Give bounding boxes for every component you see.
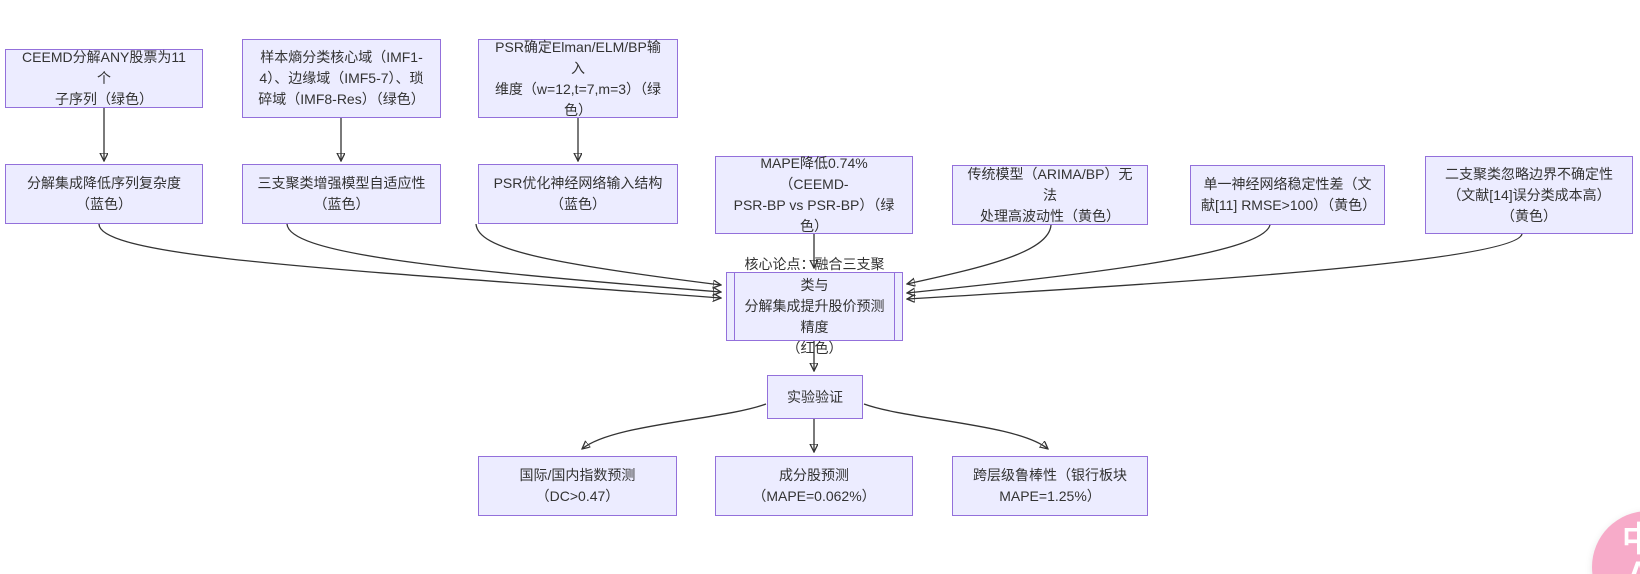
node-label: 三支聚类增强模型自适应性 （蓝色） [257,175,426,212]
node-label: 样本熵分类核心域（IMF1- 4）、边缘域（IMF5-7）、琐 碎域（IMF8-… [258,49,425,107]
node-label: PSR优化神经网络输入结构 （蓝色） [493,175,663,212]
node-label: 分解集成降低序列复杂度 （蓝色） [27,175,181,212]
edge-psropt-to-core [475,223,721,285]
node-single-nn-instability: 单一神经网络稳定性差（文 献[11] RMSE>100）（黄色） [1190,165,1385,225]
node-label: 二支聚类忽略边界不确定性 （文献[14]误分类成本高） （黄色） [1445,165,1613,224]
node-label: PSR确定Elman/ELM/BP输入 维度（w=12,t=7,m=3）（绿 色… [494,38,662,118]
edge-experiment-to-index [582,403,767,449]
edge-twoway-to-core [907,233,1523,299]
edge-traditional-to-core [907,224,1052,284]
node-index-prediction: 国际/国内指数预测 （DC>0.47） [478,456,677,516]
node-cross-level-robustness: 跨层级鲁棒性（银行板块 MAPE=1.25%） [952,456,1148,516]
node-label: 核心论点：融合三支聚类与 分解集成提升股价预测精度 （红色） [744,256,885,356]
node-label: 成分股预测 （MAPE=0.062%） [752,467,876,504]
translate-button[interactable]: 中 A [1592,511,1640,574]
node-label: 单一神经网络稳定性差（文 献[11] RMSE>100）（黄色） [1201,176,1377,213]
node-psr-optimize: PSR优化神经网络输入结构 （蓝色） [478,164,678,224]
node-label: 传统模型（ARIMA/BP）无法 处理高波动性（黄色） [967,165,1133,224]
node-two-way-clustering: 二支聚类忽略边界不确定性 （文献[14]误分类成本高） （黄色） [1425,156,1633,234]
node-component-stock-prediction: 成分股预测 （MAPE=0.062%） [715,456,913,516]
node-core-thesis: 核心论点：融合三支聚类与 分解集成提升股价预测精度 （红色） [726,256,903,356]
edge-decomp-to-core [98,223,721,298]
node-label: 实验验证 [787,388,843,405]
edge-experiment-to-robustness [863,403,1048,449]
node-label: MAPE降低0.74%（CEEMD- PSR-BP vs PSR-BP）（绿 色… [733,155,895,234]
node-ceemd-decomposition: CEEMD分解ANY股票为11个 子序列（绿色） [5,49,203,108]
node-label: 跨层级鲁棒性（银行板块 MAPE=1.25%） [973,467,1127,504]
edge-threeway-to-core [286,223,721,292]
node-psr-input-dimension: PSR确定Elman/ELM/BP输入 维度（w=12,t=7,m=3）（绿 色… [478,39,678,118]
node-traditional-models: 传统模型（ARIMA/BP）无法 处理高波动性（黄色） [952,165,1148,225]
node-label: CEEMD分解ANY股票为11个 子序列（绿色） [22,49,186,107]
node-decomposition-ensemble: 分解集成降低序列复杂度 （蓝色） [5,164,203,224]
node-three-way-clustering: 三支聚类增强模型自适应性 （蓝色） [242,164,441,224]
edge-singlenn-to-core [907,224,1271,293]
translate-icon: 中 A [1622,521,1640,574]
node-sample-entropy: 样本熵分类核心域（IMF1- 4）、边缘域（IMF5-7）、琐 碎域（IMF8-… [242,39,441,118]
node-mape-reduction: MAPE降低0.74%（CEEMD- PSR-BP vs PSR-BP）（绿 色… [715,155,913,234]
node-experiment-validation: 实验验证 [767,375,863,419]
node-label: 国际/国内指数预测 （DC>0.47） [519,467,636,504]
